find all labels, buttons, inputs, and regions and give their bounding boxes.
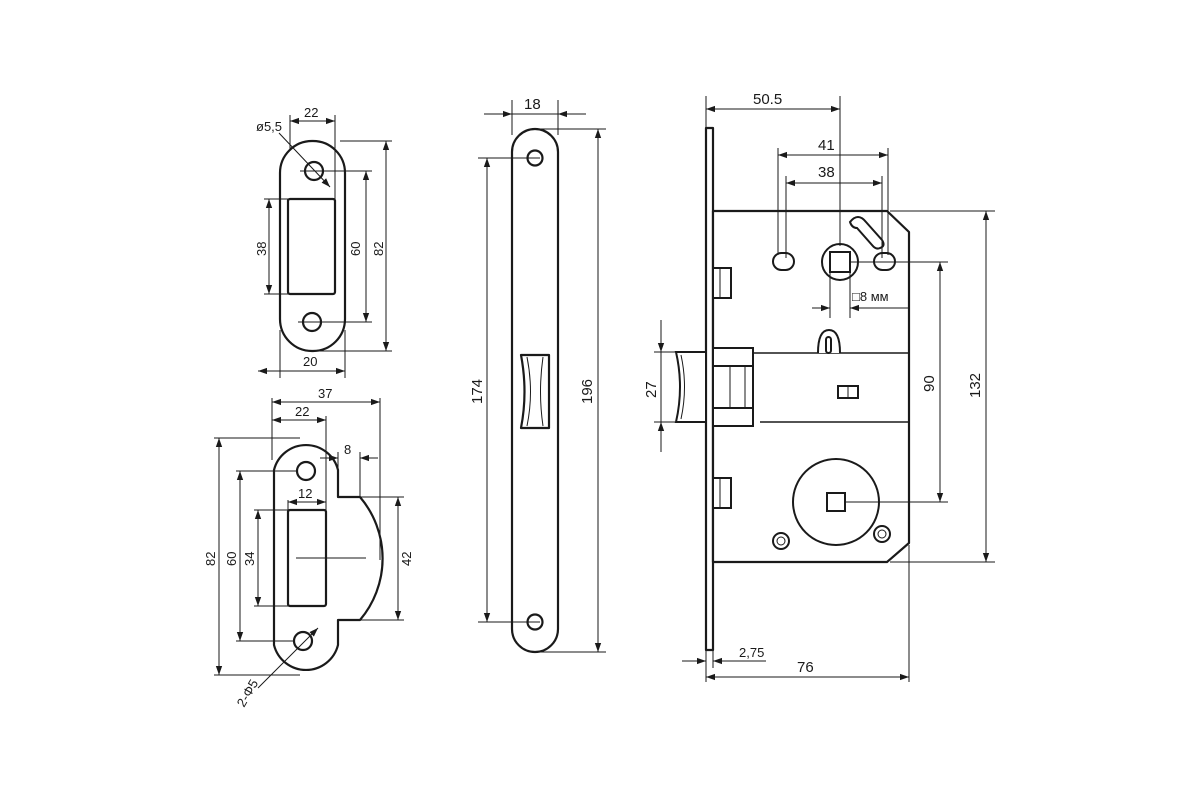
strike-plate-opening: [286, 197, 337, 296]
lock-spindle-size: □8 мм: [852, 289, 889, 304]
strike-plate-opening-height: 38: [254, 242, 269, 256]
strike-lip-holes: 2-Φ5: [234, 677, 262, 710]
strike-lip-total-height: 82: [203, 552, 218, 566]
lock-thumbturn-square: [826, 492, 846, 512]
lock-dim-41: 41: [818, 137, 835, 154]
lock-faceplate-thickness: 2,75: [739, 645, 764, 660]
lock-screw-right: [873, 525, 891, 543]
lock-side-tab-upper: [712, 267, 732, 299]
strike-lip-lip-height: 42: [399, 552, 414, 566]
faceplate-width: 18: [524, 96, 541, 113]
strike-plate-width-top: 22: [304, 105, 318, 120]
strike-lip-total-width: 37: [318, 386, 332, 401]
strike-plate-total-height: 82: [371, 242, 386, 256]
strike-plate-hole-spacing: 60: [348, 242, 363, 256]
strike-lip-plate-width: 22: [295, 404, 309, 419]
faceplate-hole-spacing: 174: [469, 379, 486, 404]
faceplate-view: 18 174 196: [469, 96, 606, 654]
strike-plate-hole-diameter: ø5,5: [256, 119, 282, 134]
lock-spindle-square: [829, 251, 851, 273]
faceplate-total-height: 196: [579, 379, 596, 404]
lock-body-depth: 76: [797, 659, 814, 676]
strike-lip-hole-spacing: 60: [224, 552, 239, 566]
lock-latch-height: 27: [643, 381, 660, 398]
faceplate-latch-window: [519, 353, 551, 430]
lock-backset: 50.5: [753, 91, 782, 108]
strike-lip-offset: 8: [344, 442, 351, 457]
strike-lip-opening-height: 34: [242, 552, 257, 566]
strike-lip-bottom-hole: [292, 630, 314, 652]
lock-body-curved-slot: [848, 216, 885, 250]
lock-screw-left: [772, 532, 790, 550]
strike-plate-width-bottom: 20: [303, 354, 317, 369]
lock-body-height: 132: [967, 373, 984, 398]
lock-body-mount-slot-left: [772, 252, 795, 271]
strike-lip-opening-width: 12: [298, 486, 312, 501]
lock-body-view: 50.5 41 38 □8 мм 27 90 132 2,75 76: [643, 91, 995, 682]
lock-latch-bolt: [674, 351, 707, 423]
strike-lip-top-hole: [295, 460, 317, 482]
lock-center-distance: 90: [921, 375, 938, 392]
lock-side-tab-lower: [712, 477, 732, 509]
strike-lip-view: 37 22 8 12 82 60 34 42 2-Φ5: [203, 386, 414, 710]
strike-plate-view: 22 ø5,5 38 60 82 20: [254, 105, 392, 378]
lock-dim-38: 38: [818, 164, 835, 181]
